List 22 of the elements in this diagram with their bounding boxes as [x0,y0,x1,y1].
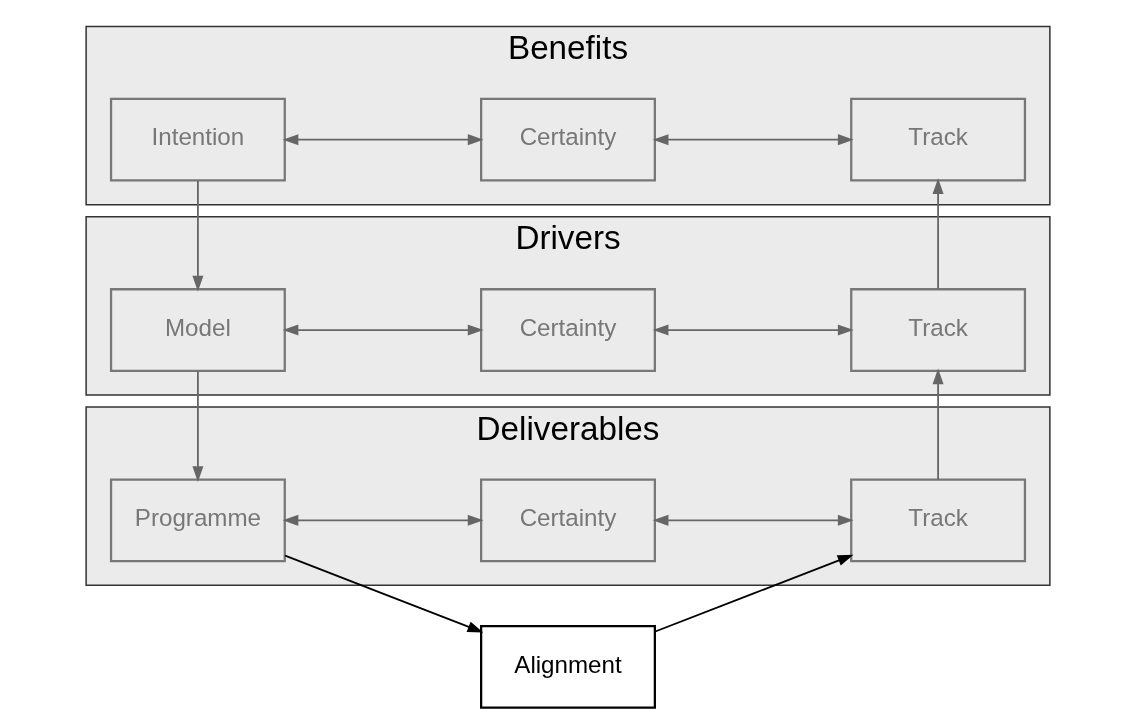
arrow [282,324,484,336]
arrow [932,178,944,290]
node-box: Track [849,288,1026,372]
arrow [652,514,854,526]
node-box: Model [109,288,286,372]
node-box: Certainty [479,97,656,182]
arrow [652,324,854,336]
arrow [191,370,203,482]
arrow [282,514,484,526]
arrow [282,134,484,146]
arrow [653,554,853,633]
node-box: Intention [109,97,286,182]
node-box: Certainty [479,288,656,372]
arrow [283,554,483,633]
arrow [652,134,854,146]
node-box: Programme [109,478,286,563]
arrow [932,368,944,481]
arrow [191,180,203,292]
node-box: Certainty [479,478,656,563]
node-box: Track [849,97,1026,182]
node-box: Track [849,478,1026,563]
node-box: Alignment [479,624,656,709]
